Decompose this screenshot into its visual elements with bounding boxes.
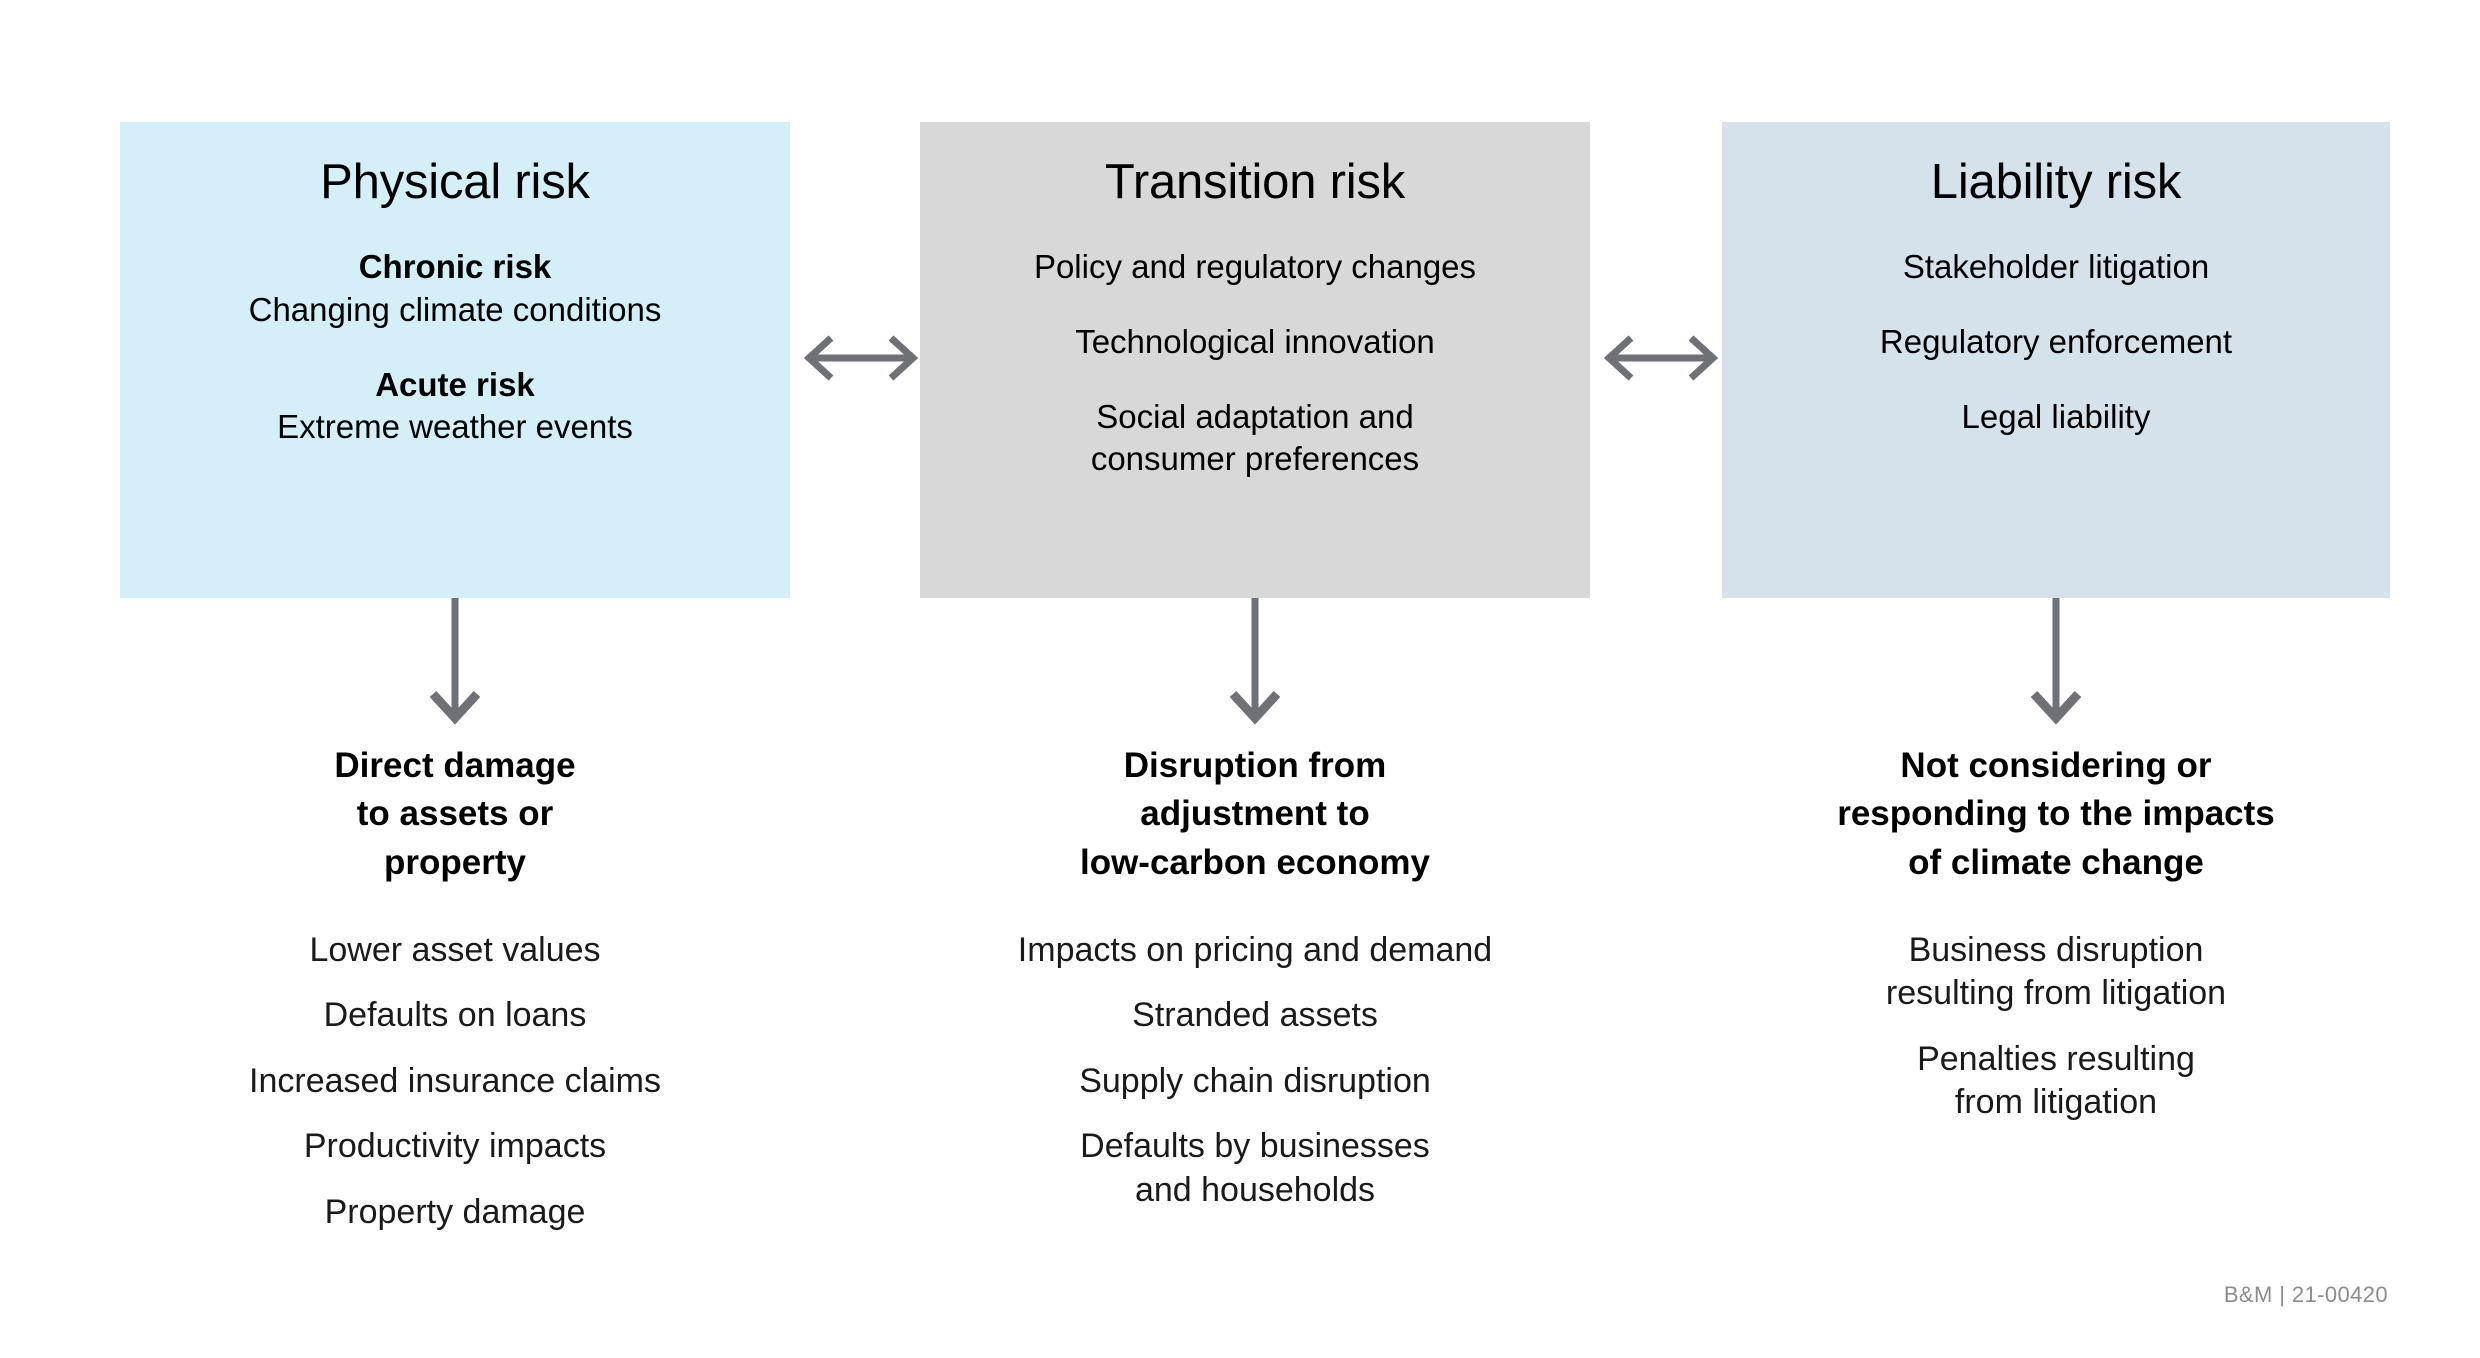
down-arrow-icon: [1225, 598, 1285, 726]
risk-box-line: Policy and regulatory changes: [1033, 247, 1477, 285]
double-headed-horizontal-arrow-icon: [795, 327, 927, 389]
risk-box-transition: Transition risk Policy and regulatory ch…: [920, 122, 1590, 598]
down-arrow-icon: [2026, 598, 2086, 726]
risk-box-title: Physical risk: [320, 155, 590, 209]
outcome-item: Defaults on loans: [323, 996, 587, 1035]
outcome-heading: Disruption from adjustment to low-carbon…: [1079, 746, 1431, 882]
outcome-item: Supply chain disruption: [1079, 1061, 1431, 1100]
risk-box-line: Stakeholder litigation: [1902, 247, 2210, 285]
risk-box-line-list: Policy and regulatory changes Technologi…: [920, 246, 1590, 482]
risk-box-line-list: Stakeholder litigation Regulatory enforc…: [1722, 246, 2390, 439]
outcome-item: Productivity impacts: [303, 1127, 607, 1166]
outcome-physical: Direct damage to assets or property Lowe…: [120, 742, 790, 1234]
risk-box-line: Chronic risk: [358, 247, 552, 285]
footer-reference-code: B&M | 21-00420: [2223, 1282, 2388, 1307]
outcome-item: Lower asset values: [309, 930, 601, 969]
outcome-item-list: Impacts on pricing and demand Stranded a…: [920, 929, 1590, 1213]
risk-box-title: Liability risk: [1930, 155, 2182, 209]
risk-box-liability: Liability risk Stakeholder litigation Re…: [1722, 122, 2390, 598]
risk-box-line: Social adaptation and consumer preferenc…: [1090, 397, 1420, 478]
outcome-item: Defaults by businesses and households: [1080, 1127, 1430, 1209]
outcome-item: Stranded assets: [1132, 996, 1378, 1035]
outcome-liability: Not considering or responding to the imp…: [1722, 742, 2390, 1125]
risk-box-line: Regulatory enforcement: [1879, 322, 2233, 360]
risk-box-line: Changing climate conditions: [248, 290, 662, 328]
outcome-item: Increased insurance claims: [249, 1061, 661, 1100]
outcome-item: Property damage: [324, 1192, 586, 1231]
down-arrow-icon: [425, 598, 485, 726]
risk-box-line: Extreme weather events: [277, 408, 633, 446]
risk-box-line: Acute risk: [375, 365, 535, 403]
risk-box-title: Transition risk: [1104, 155, 1406, 209]
outcome-item-list: Business disruption resulting from litig…: [1722, 929, 2390, 1125]
outcome-item: Business disruption resulting from litig…: [1885, 930, 2227, 1013]
risk-box-line-list: Chronic risk Changing climate conditions…: [120, 246, 790, 450]
double-headed-horizontal-arrow-icon: [1595, 327, 1727, 389]
outcome-item: Penalties resulting from litigation: [1917, 1039, 2195, 1122]
outcome-item: Impacts on pricing and demand: [1017, 930, 1493, 969]
risk-box-physical: Physical risk Chronic risk Changing clim…: [120, 122, 790, 598]
outcome-heading: Not considering or responding to the imp…: [1837, 746, 2275, 882]
outcome-heading: Direct damage to assets or property: [334, 746, 576, 882]
risk-box-line: Legal liability: [1961, 397, 2151, 435]
outcome-transition: Disruption from adjustment to low-carbon…: [920, 742, 1590, 1212]
risk-box-line: Technological innovation: [1075, 322, 1435, 360]
outcome-item-list: Lower asset values Defaults on loans Inc…: [120, 929, 790, 1235]
